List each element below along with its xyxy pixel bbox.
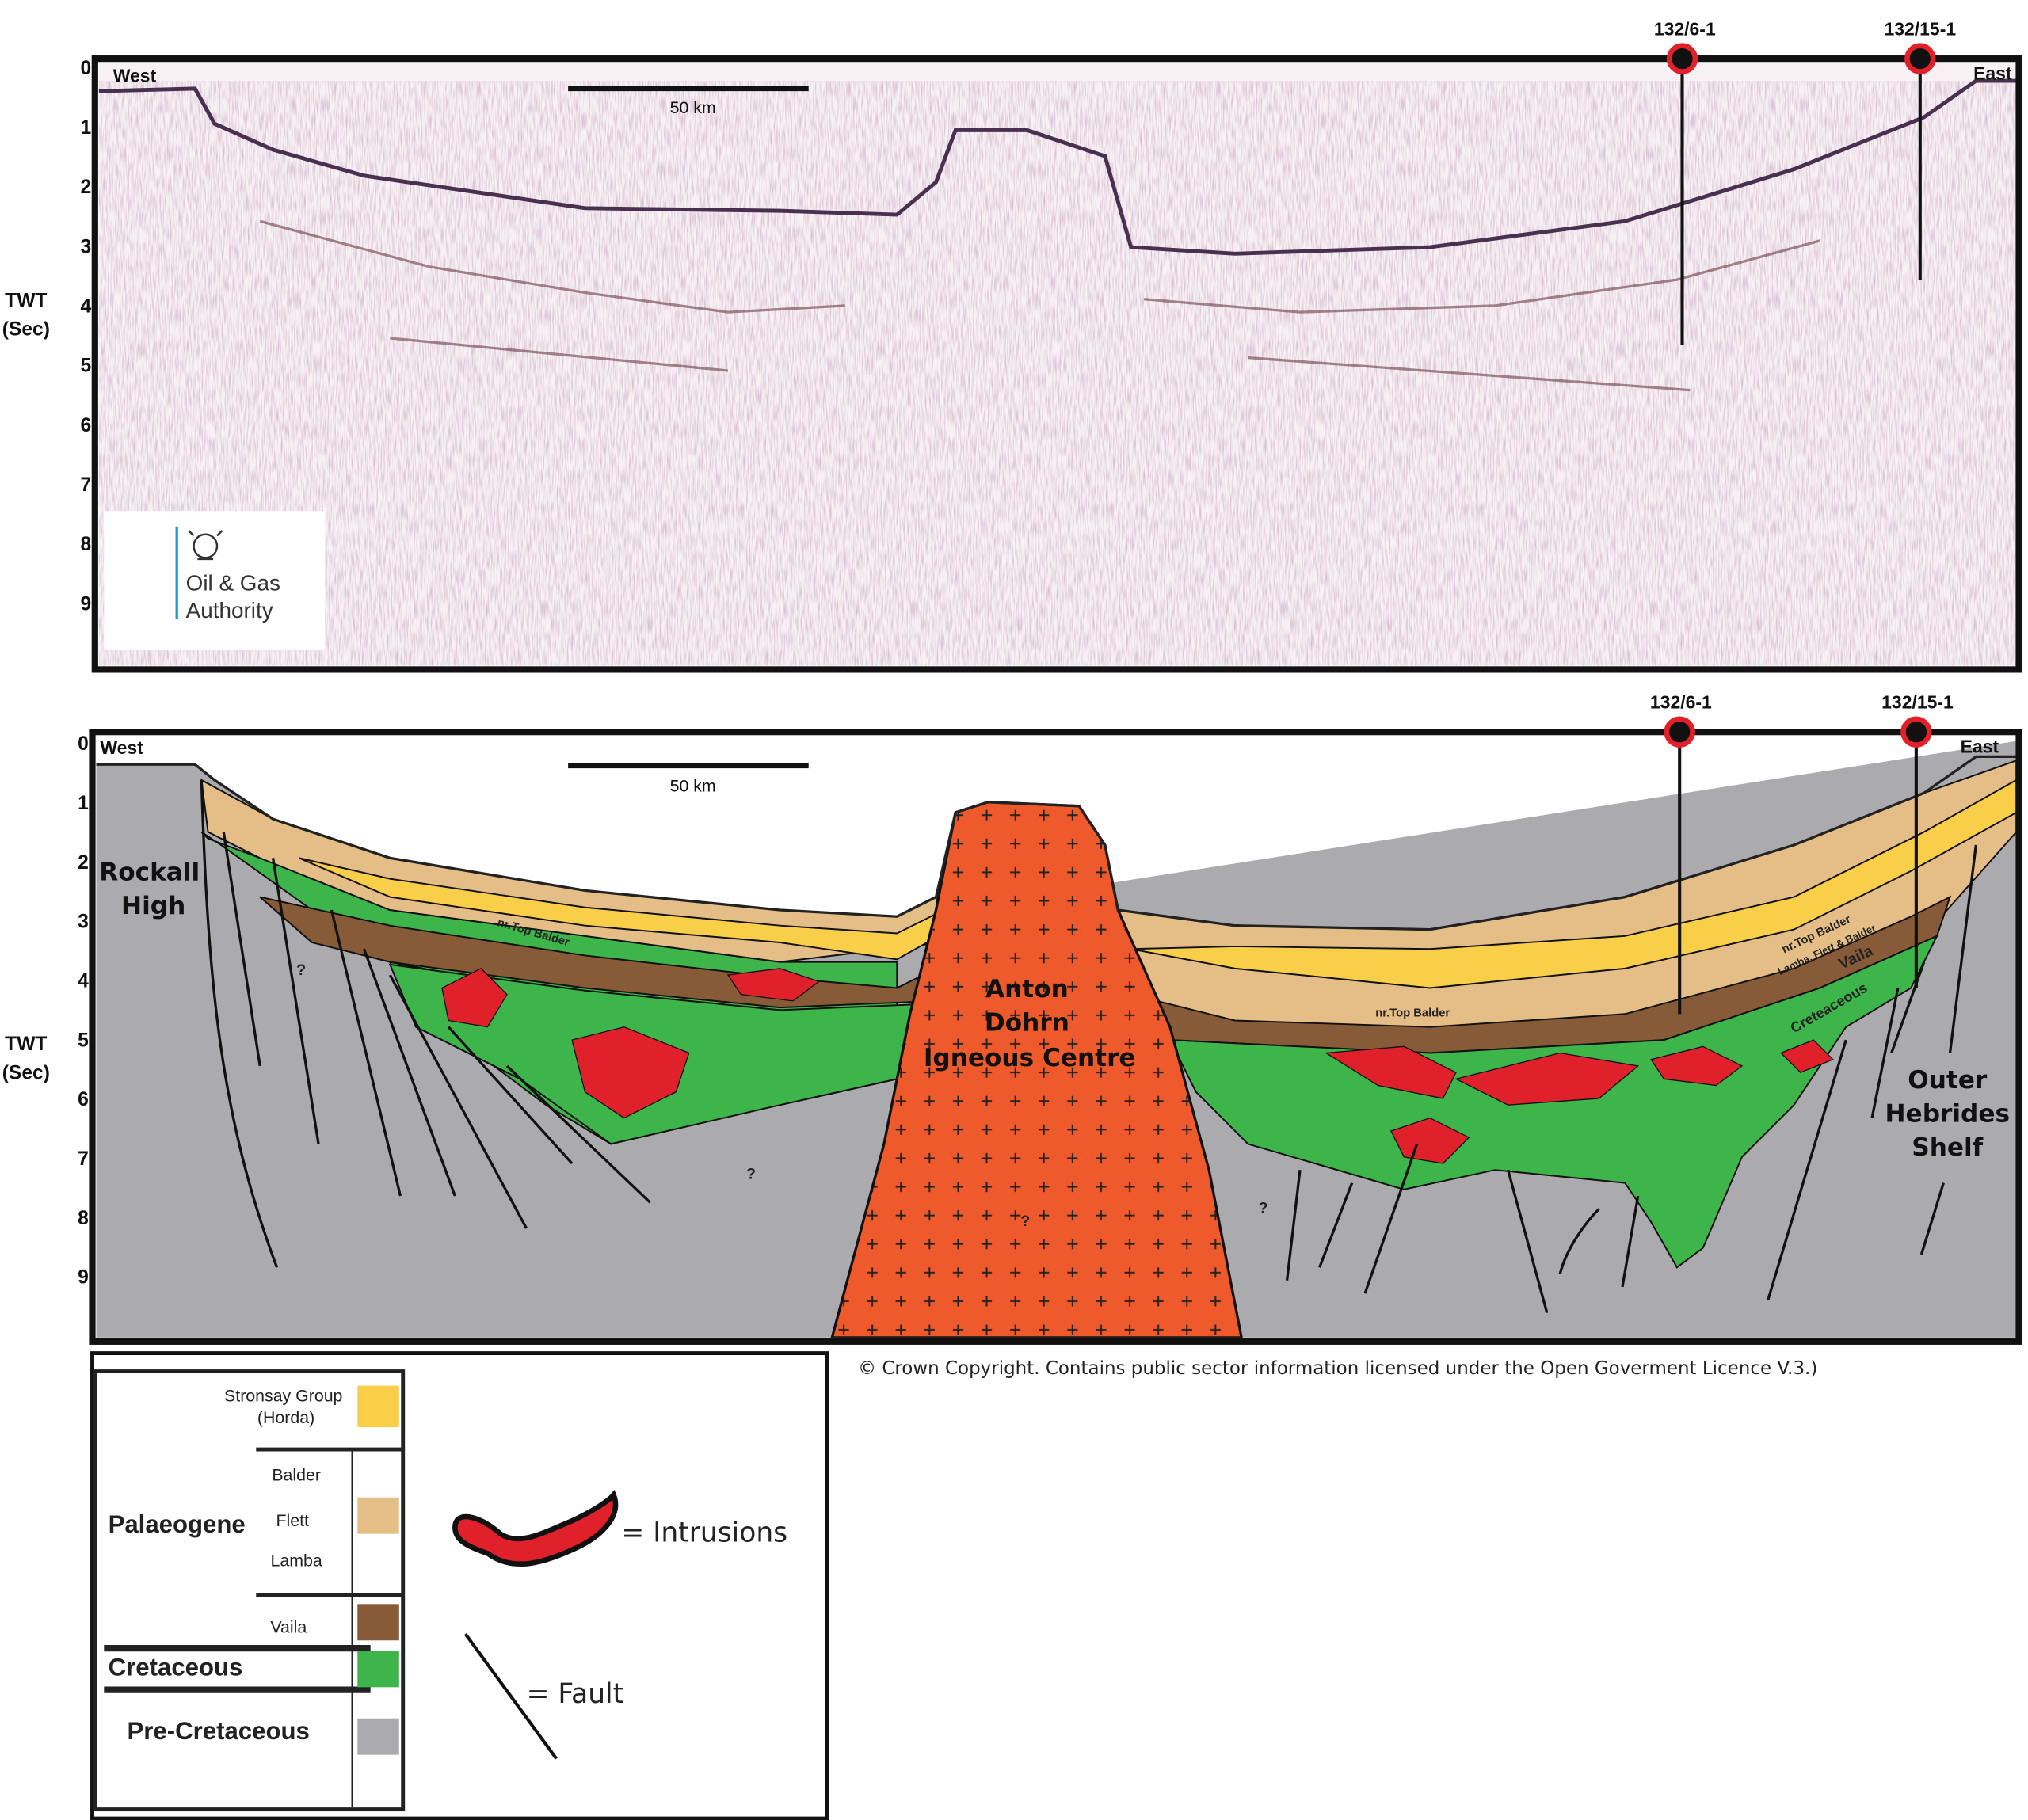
axis-tick-label: 6: [78, 1089, 89, 1110]
intrusion-symbol-icon: [452, 1490, 619, 1567]
well-132-15-1[interactable]: 132/15-1: [1881, 692, 1954, 988]
logo-text: Oil & Gas: [186, 570, 280, 595]
well-marker-icon: [1666, 43, 1698, 74]
unknown-marker: ?: [296, 961, 306, 979]
seismic-section-panel: West East 50 km 132/6-1 132/15-1 Oil & G…: [91, 19, 2022, 673]
legend: Stronsay Group (Horda) Balder Flett Lamb…: [90, 1351, 829, 1820]
axis-tick-label: 4: [80, 295, 91, 317]
faults: [200, 779, 1977, 1314]
fault-symbol-icon: [463, 1632, 558, 1760]
axis-label: TWT: [5, 1034, 47, 1055]
axis-tick-label: 5: [80, 356, 91, 377]
anton-dohrn-label: Igneous Centre: [924, 1044, 1136, 1072]
axis-tick-label: 1: [80, 117, 91, 139]
well-marker-icon: [1904, 43, 1936, 74]
horizon-label: nr.Top Balder: [1375, 1007, 1450, 1020]
legend-label: (Horda): [257, 1408, 314, 1427]
legend-group-label: Palaeogene: [109, 1510, 246, 1538]
axis-tick-label: 0: [78, 733, 89, 755]
axis-label: TWT: [5, 291, 47, 312]
anton-dohrn-label: Dohrn: [985, 1009, 1069, 1038]
legend-label: Flett: [276, 1511, 309, 1530]
axis-tick-label: 0: [80, 58, 91, 79]
axis-tick-label: 5: [78, 1030, 89, 1051]
legend-label: = Fault: [527, 1678, 624, 1710]
axis-tick-label: 3: [80, 236, 91, 257]
legend-label: Lamba: [271, 1552, 322, 1571]
panel-frame: [91, 55, 2022, 673]
east-label: East: [1973, 63, 2012, 83]
seafloor-reflector: [98, 78, 2017, 256]
well-132-6-1[interactable]: 132/6-1: [1650, 692, 1712, 1015]
well-label: 132/6-1: [1650, 692, 1712, 713]
axis-tick-label: 8: [78, 1208, 89, 1229]
oga-logo: Oil & Gas Authority: [104, 511, 326, 650]
legend-group-label: Cretaceous: [109, 1654, 243, 1681]
west-label: West: [113, 66, 157, 86]
legend-group-label: Pre-Cretaceous: [128, 1717, 310, 1745]
swatch-cretaceous: [357, 1651, 399, 1688]
swatch-stronsay: [357, 1385, 399, 1428]
swatch-vaila: [357, 1604, 399, 1641]
unknown-marker: ?: [746, 1166, 756, 1183]
unknown-marker: ?: [1259, 1199, 1268, 1217]
axis-tick-label: 7: [80, 474, 91, 496]
logo-text: Authority: [186, 598, 273, 623]
axis-tick-label: 2: [78, 852, 89, 874]
outer-hebrides-label: Shelf: [1912, 1133, 1983, 1162]
legend-label: Balder: [272, 1465, 321, 1484]
axis-tick-label: 9: [78, 1267, 89, 1289]
top-axis: TWT (Sec) 0 1 2 3 4 5 6 7 8 9: [2, 58, 92, 615]
outer-hebrides-label: Hebrides: [1885, 1099, 2010, 1128]
interpreted-section-panel: West East 50 km 132/6-1 132/15-1 Rockall…: [89, 692, 2022, 1345]
seafloor-line: [96, 755, 2017, 931]
well-marker-icon: [1900, 716, 1932, 748]
well-132-15-1[interactable]: 132/15-1: [1884, 19, 1956, 280]
axis-tick-label: 4: [78, 970, 89, 992]
copyright-notice: © Crown Copyright. Contains public secto…: [858, 1358, 1817, 1379]
legend-label: Vaila: [270, 1617, 307, 1636]
well-marker-icon: [1664, 716, 1695, 748]
well-132-6-1[interactable]: 132/6-1: [1654, 19, 1716, 345]
axis-label-unit: (Sec): [2, 319, 50, 341]
legend-label: Stronsay Group: [224, 1386, 342, 1405]
swatch-precretaceous: [357, 1718, 399, 1755]
seismic-data: [98, 81, 2017, 666]
axis-tick-label: 8: [80, 534, 91, 555]
panel-frame: [89, 729, 2022, 1345]
axis-tick-label: 1: [78, 793, 89, 814]
anton-dohrn-label: Anton: [985, 975, 1069, 1003]
axis-tick-label: 9: [80, 593, 91, 615]
swatch-palaeogene: [357, 1497, 399, 1534]
well-label: 132/6-1: [1654, 19, 1716, 40]
intrusions: [441, 968, 1835, 1164]
outer-hebrides-label: Outer: [1908, 1066, 1988, 1095]
unknown-marker: ?: [1020, 1213, 1030, 1230]
axis-tick-label: 7: [78, 1148, 89, 1170]
crest-icon: [188, 529, 223, 561]
east-label: East: [1961, 736, 1999, 756]
stronsay-east: [1130, 779, 2017, 989]
scale-bar-label: 50 km: [670, 98, 716, 117]
rockall-high-label: High: [121, 892, 185, 920]
axis-tick-label: 6: [80, 415, 91, 436]
bottom-axis: TWT (Sec) 0 1 2 3 4 5 6 7 8 9: [2, 733, 89, 1288]
west-label: West: [100, 737, 143, 758]
well-label: 132/15-1: [1884, 19, 1956, 40]
scale-bar-label: 50 km: [670, 777, 716, 796]
axis-tick-label: 2: [80, 177, 91, 198]
axis-tick-label: 3: [78, 912, 89, 933]
axis-label-unit: (Sec): [2, 1062, 50, 1083]
well-label: 132/15-1: [1881, 692, 1954, 713]
legend-label: = Intrusions: [621, 1517, 787, 1549]
rockall-high-label: Rockall: [99, 858, 200, 886]
